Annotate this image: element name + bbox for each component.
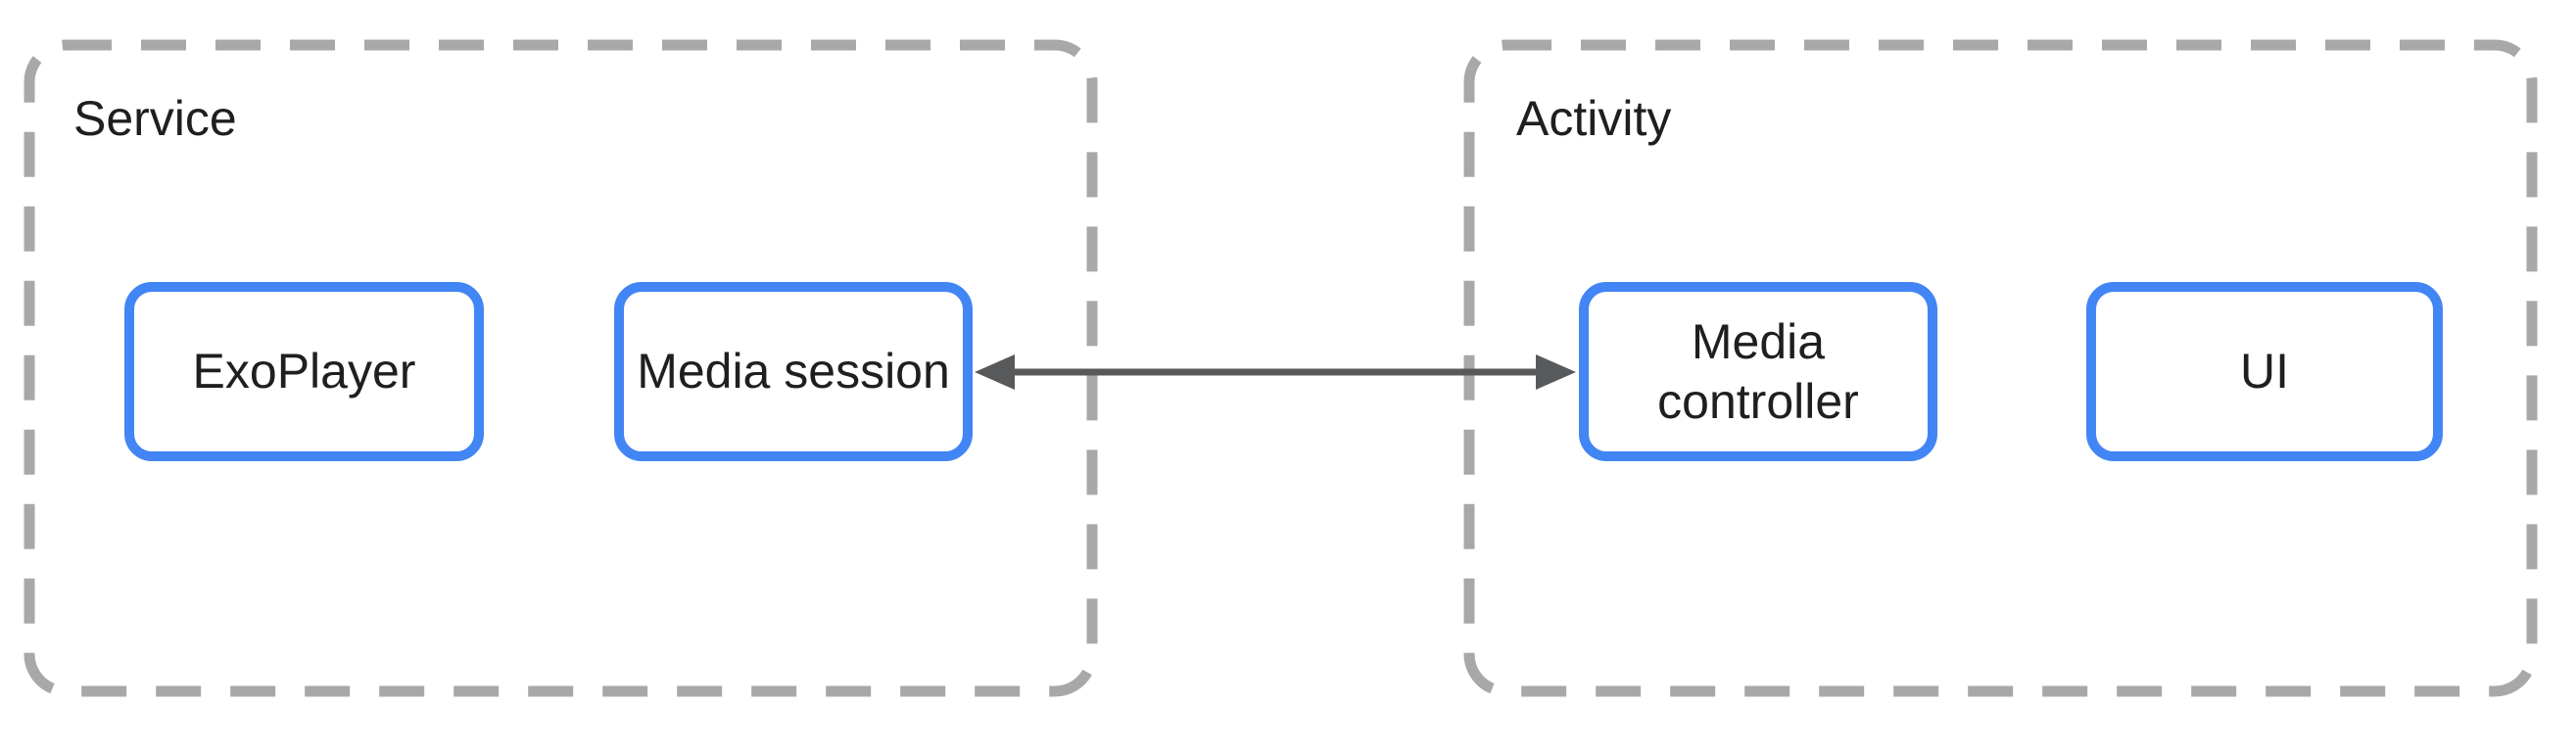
ui-node-label: UI	[2240, 344, 2289, 399]
activity-container-label: Activity	[1516, 91, 1672, 146]
media-session-node: Media session	[614, 282, 973, 461]
activity-container-outline	[1463, 39, 2538, 697]
arrow-head-left-icon	[975, 354, 1015, 390]
media-controller-node-label: Media controller	[1657, 313, 1859, 429]
service-container-outline	[24, 39, 1098, 697]
media-session-media-controller-arrow	[975, 354, 1576, 390]
arrow-head-right-icon	[1536, 354, 1576, 390]
media-session-node-label: Media session	[637, 344, 950, 399]
exoplayer-node: ExoPlayer	[124, 282, 484, 461]
ui-node: UI	[2086, 282, 2443, 461]
service-container-label: Service	[73, 91, 237, 146]
exoplayer-node-label: ExoPlayer	[192, 344, 416, 399]
media-controller-node: Media controller	[1579, 282, 1937, 461]
